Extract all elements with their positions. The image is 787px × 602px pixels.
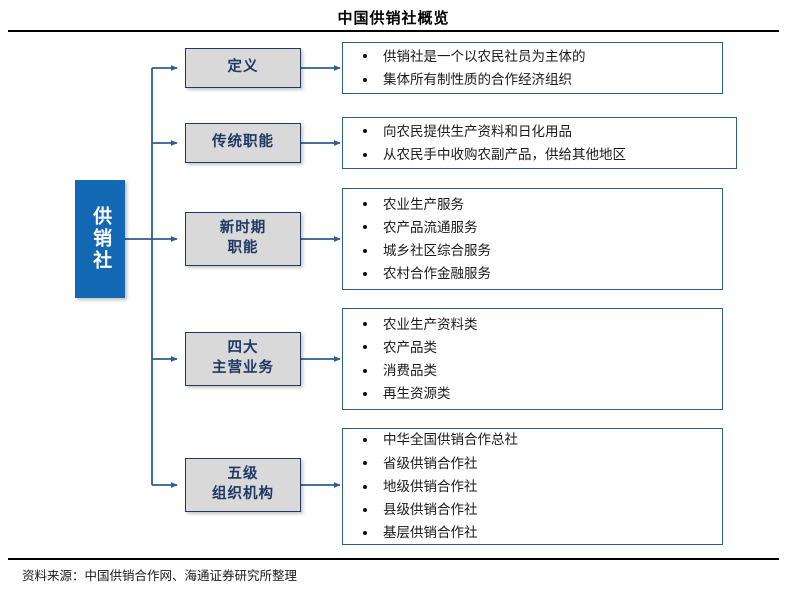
list-item: 农业生产服务 xyxy=(357,193,712,216)
title-bar: 中国供销社概览 xyxy=(0,0,787,34)
panel-definition: 供销社是一个以农民社员为主体的集体所有制性质的合作经济组织 xyxy=(342,42,723,94)
list-item: 省级供销合作社 xyxy=(357,452,712,475)
source-note: 资料来源：中国供销合作网、海通证券研究所整理 xyxy=(22,569,298,583)
root-node-supply-marketing-cooperative[interactable]: 供销社 xyxy=(75,180,125,298)
panel-five-level-organization-list: 中华全国供销合作总社省级供销合作社地级供销合作社县级供销合作社基层供销合作社 xyxy=(357,428,712,544)
panel-definition-list: 供销社是一个以农民社员为主体的集体所有制性质的合作经济组织 xyxy=(357,45,712,91)
list-item: 集体所有制性质的合作经济组织 xyxy=(357,68,712,91)
root-node-label: 供销社 xyxy=(90,206,112,272)
list-item: 农业生产资料类 xyxy=(357,313,712,336)
list-item: 消费品类 xyxy=(357,359,712,382)
list-item: 县级供销合作社 xyxy=(357,498,712,521)
list-item: 再生资源类 xyxy=(357,382,712,405)
list-item: 中华全国供销合作总社 xyxy=(357,428,712,451)
list-item: 农产品类 xyxy=(357,336,712,359)
list-item: 城乡社区综合服务 xyxy=(357,239,712,262)
node-traditional-functions-label: 传统职能 xyxy=(212,134,274,151)
node-traditional-functions[interactable]: 传统职能 xyxy=(185,123,301,163)
list-item: 地级供销合作社 xyxy=(357,475,712,498)
list-item: 供销社是一个以农民社员为主体的 xyxy=(357,45,712,68)
node-definition[interactable]: 定义 xyxy=(185,48,301,88)
node-five-level-organization[interactable]: 五级 组织机构 xyxy=(185,458,301,512)
header-divider xyxy=(8,30,779,32)
panel-four-main-businesses: 农业生产资料类农产品类消费品类再生资源类 xyxy=(342,308,723,410)
node-four-main-businesses-label: 四大 主营业务 xyxy=(212,340,274,376)
panel-five-level-organization: 中华全国供销合作总社省级供销合作社地级供销合作社县级供销合作社基层供销合作社 xyxy=(342,428,723,545)
list-item: 基层供销合作社 xyxy=(357,521,712,544)
footer-divider xyxy=(8,558,779,560)
node-definition-label: 定义 xyxy=(227,59,259,76)
list-item: 农产品流通服务 xyxy=(357,216,712,239)
list-item: 向农民提供生产资料和日化用品 xyxy=(357,120,726,143)
panel-new-era-functions-list: 农业生产服务农产品流通服务城乡社区综合服务农村合作金融服务 xyxy=(357,193,712,286)
node-new-era-functions-label: 新时期 职能 xyxy=(219,220,267,256)
node-four-main-businesses[interactable]: 四大 主营业务 xyxy=(185,332,301,386)
panel-four-main-businesses-list: 农业生产资料类农产品类消费品类再生资源类 xyxy=(357,313,712,406)
list-item: 农村合作金融服务 xyxy=(357,262,712,285)
panel-traditional-functions-list: 向农民提供生产资料和日化用品从农民手中收购农副产品，供给其他地区 xyxy=(357,120,726,166)
panel-traditional-functions: 向农民提供生产资料和日化用品从农民手中收购农副产品，供给其他地区 xyxy=(342,117,737,169)
panel-new-era-functions: 农业生产服务农产品流通服务城乡社区综合服务农村合作金融服务 xyxy=(342,188,723,290)
node-five-level-organization-label: 五级 组织机构 xyxy=(212,466,274,502)
list-item: 从农民手中收购农副产品，供给其他地区 xyxy=(357,143,726,166)
page-title: 中国供销社概览 xyxy=(337,10,450,27)
node-new-era-functions[interactable]: 新时期 职能 xyxy=(185,212,301,266)
